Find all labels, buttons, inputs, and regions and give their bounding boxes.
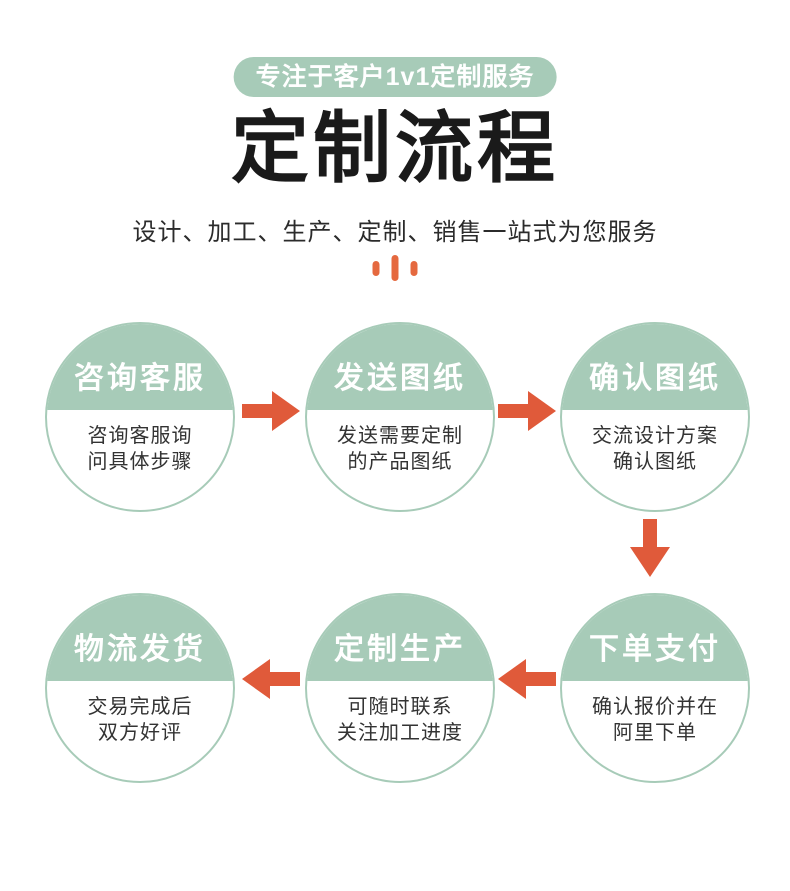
arrow-left-icon: [242, 657, 300, 701]
arrow-right-icon: [498, 389, 556, 433]
step-title-band: 确认图纸: [562, 324, 748, 411]
step-title: 定制生产: [334, 633, 466, 667]
banner-pill: 专注于客户1v1定制服务: [233, 57, 557, 97]
arrow-left-icon: [498, 657, 556, 701]
page-subtitle: 设计、加工、生产、定制、销售一站式为您服务: [132, 219, 658, 246]
step-description: 交易完成后 双方好评: [87, 696, 193, 745]
step-description: 可随时联系 关注加工进度: [337, 696, 463, 745]
step-circle-confirm-drawing: 确认图纸 交流设计方案 确认图纸: [560, 322, 750, 512]
page-title: 定制流程: [230, 104, 559, 192]
deco-bar-short-right: [410, 260, 418, 276]
arrow-down-icon: [628, 519, 672, 577]
step-title-band: 定制生产: [307, 595, 493, 682]
step-circle-send-drawing: 发送图纸 发送需要定制 的产品图纸: [305, 322, 495, 512]
deco-bar-short-left: [372, 260, 380, 276]
step-circle-consult-service: 咨询客服 咨询客服询 问具体步骤: [45, 322, 235, 512]
step-title: 物流发货: [74, 633, 206, 667]
step-title: 发送图纸: [334, 362, 466, 396]
arrow-right-icon: [242, 389, 300, 433]
step-description: 确认报价并在 阿里下单: [592, 696, 718, 745]
deco-bars-icon: [372, 254, 418, 282]
deco-bar-tall: [391, 255, 399, 281]
step-title: 确认图纸: [589, 362, 721, 396]
step-description: 交流设计方案 确认图纸: [592, 425, 718, 474]
step-description: 发送需要定制 的产品图纸: [337, 425, 463, 474]
step-circle-custom-production: 定制生产 可随时联系 关注加工进度: [305, 593, 495, 783]
step-title: 咨询客服: [74, 362, 206, 396]
step-title-band: 下单支付: [562, 595, 748, 682]
step-description: 咨询客服询 问具体步骤: [87, 425, 193, 474]
step-circle-order-pay: 下单支付 确认报价并在 阿里下单: [560, 593, 750, 783]
step-title-band: 咨询客服: [47, 324, 233, 411]
step-title-band: 发送图纸: [307, 324, 493, 411]
step-circle-logistics-shipping: 物流发货 交易完成后 双方好评: [45, 593, 235, 783]
step-title-band: 物流发货: [47, 595, 233, 682]
step-title: 下单支付: [589, 633, 721, 667]
